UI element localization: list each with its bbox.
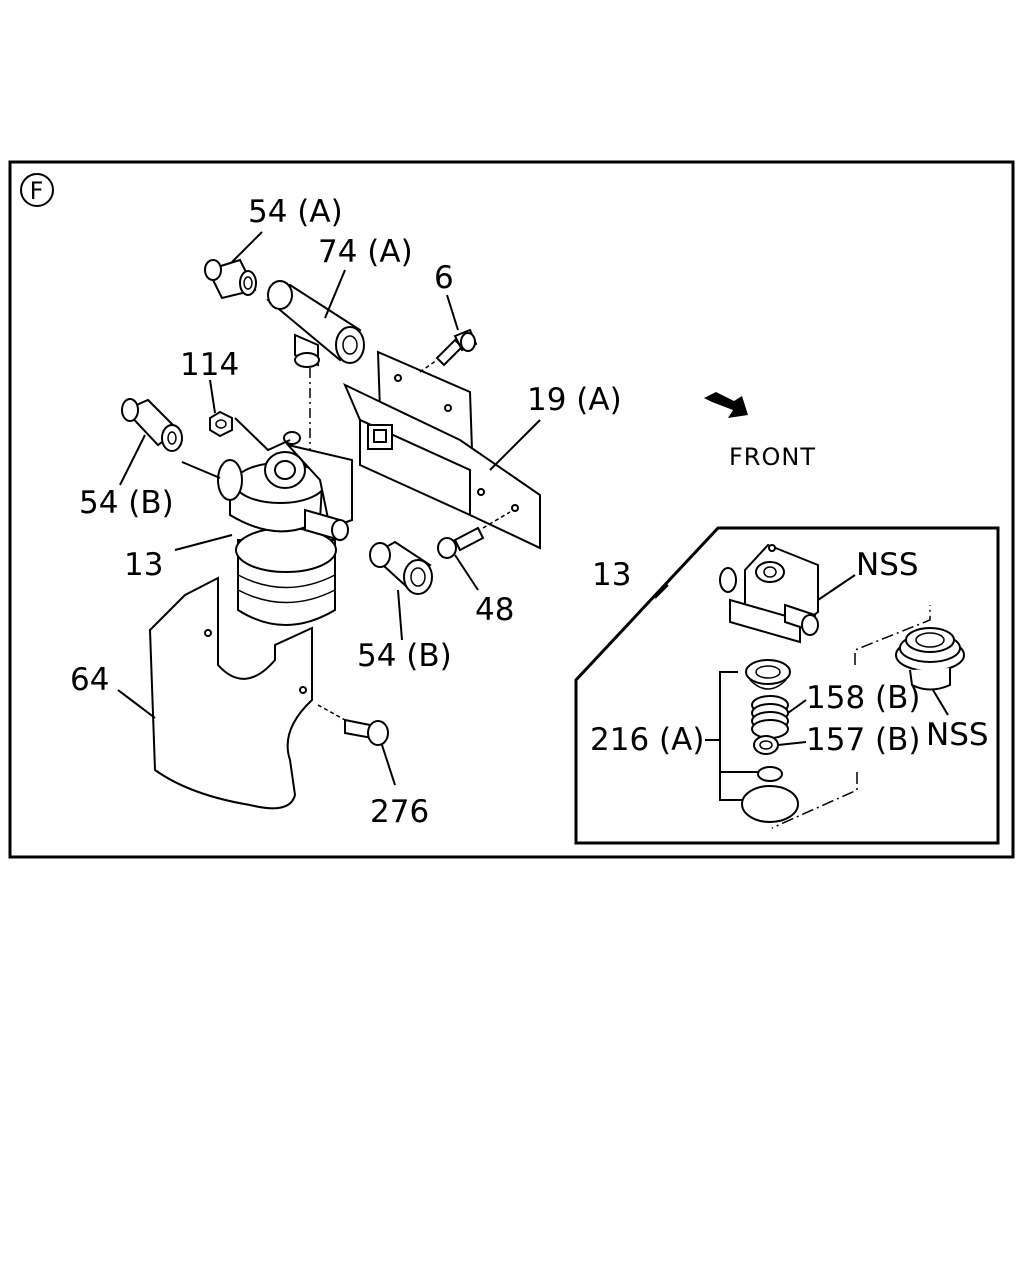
section-marker-letter: F	[30, 177, 45, 205]
label-74a: 74 (A)	[318, 234, 413, 270]
label-nss-bottom: NSS	[926, 717, 989, 753]
label-64: 64	[70, 662, 109, 698]
label-54b-middle: 54 (B)	[357, 638, 452, 674]
inset-filter-head	[719, 543, 819, 644]
filter-assembly-13	[217, 431, 353, 626]
label-216a: 216 (A)	[590, 722, 704, 758]
main-frame	[8, 160, 1015, 859]
inset-orings	[741, 766, 799, 823]
bolt-48	[437, 511, 511, 559]
bracket-19a	[343, 350, 541, 550]
inset-leader-lines	[705, 574, 949, 829]
bolt-276	[317, 704, 389, 746]
inset-frame	[574, 526, 1000, 845]
section-marker: F	[20, 173, 54, 207]
inset-ring-top	[745, 659, 791, 690]
tee-74a	[266, 280, 365, 450]
shield-64	[148, 576, 313, 810]
label-276: 276	[370, 794, 429, 830]
label-158b: 158 (B)	[806, 680, 920, 716]
label-114: 114	[180, 347, 239, 383]
inset-seal-157b	[753, 735, 779, 755]
label-54b-left: 54 (B)	[79, 485, 174, 521]
fitting-54b-middle	[369, 540, 433, 595]
inset-bowl-nss	[895, 627, 965, 691]
label-nss-top: NSS	[856, 547, 919, 583]
front-label: FRONT	[729, 443, 816, 471]
leader-lines	[117, 231, 541, 786]
label-13-inset: 13	[592, 557, 631, 593]
label-6: 6	[434, 260, 454, 296]
label-13-main: 13	[124, 547, 163, 583]
label-157b: 157 (B)	[806, 722, 920, 758]
fitting-54a	[204, 258, 257, 300]
bolt-6	[419, 328, 478, 373]
label-54a: 54 (A)	[248, 194, 343, 230]
fitting-54b-left	[121, 398, 183, 452]
nut-114	[209, 410, 233, 438]
label-48: 48	[475, 592, 514, 628]
inset-spring-158b	[751, 695, 789, 739]
label-19a: 19 (A)	[527, 382, 622, 418]
front-arrow-icon	[704, 392, 748, 418]
